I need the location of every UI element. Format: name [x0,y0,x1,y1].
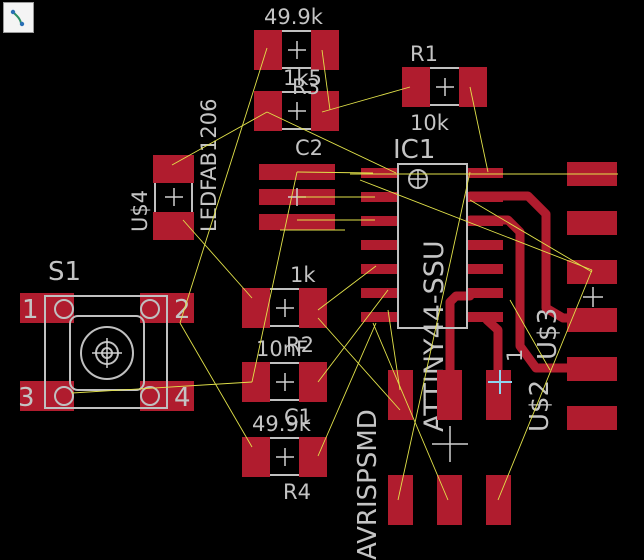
ic1-name: IC1 [393,135,435,165]
r4-value: 49.9k [252,412,312,436]
r1-name: R1 [410,42,438,66]
resistor-r3[interactable]: 1k5 R3 [254,66,339,131]
r3-overlap-value: 1k5 [283,66,322,90]
u2-name: U$2 [525,380,555,432]
capacitor-c1[interactable]: 10nF C1 [242,337,327,429]
s1-name: S1 [48,257,81,287]
isp-name: AVRISPSMD [353,409,383,560]
s1-pin3: 3 [18,383,35,413]
r2-name: R2 [286,333,314,357]
resistor-r4[interactable]: 49.9k R4 [242,412,327,504]
r4-name: R4 [283,480,311,504]
s1-pin1: 1 [22,295,39,325]
capacitor-c2[interactable]: C2 [259,136,335,230]
header-u2-u3[interactable]: U$2 U$3 [525,162,617,432]
resistor-r-top[interactable]: 49.9k [254,5,339,70]
r3-name: R3 [292,75,320,99]
s1-pin2: 2 [174,295,191,325]
s1-pin4: 4 [174,383,191,413]
c1-value: 10nF [256,337,308,361]
route-tool-icon [10,9,25,27]
c2-name: C2 [295,136,323,160]
isp-pin1: 1 [503,349,527,362]
ic1-attiny44[interactable]: IC1 ATTINY44-SSU [361,135,503,432]
r-top-value: 49.9k [264,5,324,29]
led-package: LEDFAB1206 [197,98,221,232]
airwires [71,47,618,501]
led-name: U$4 [128,190,152,232]
switch-s1[interactable]: S1 1 2 3 4 [18,257,194,413]
isp-header[interactable]: AVRISPSMD 1 [353,349,527,560]
led-u4[interactable]: U$4 LEDFAB1206 [128,98,221,240]
resistor-r1[interactable]: R1 10k [402,42,487,135]
c1-name: C1 [284,405,312,429]
r2-value: 1k [290,263,316,287]
route-tool-button[interactable] [3,2,34,33]
u3-name: U$3 [533,308,563,360]
r1-value: 10k [410,111,450,135]
